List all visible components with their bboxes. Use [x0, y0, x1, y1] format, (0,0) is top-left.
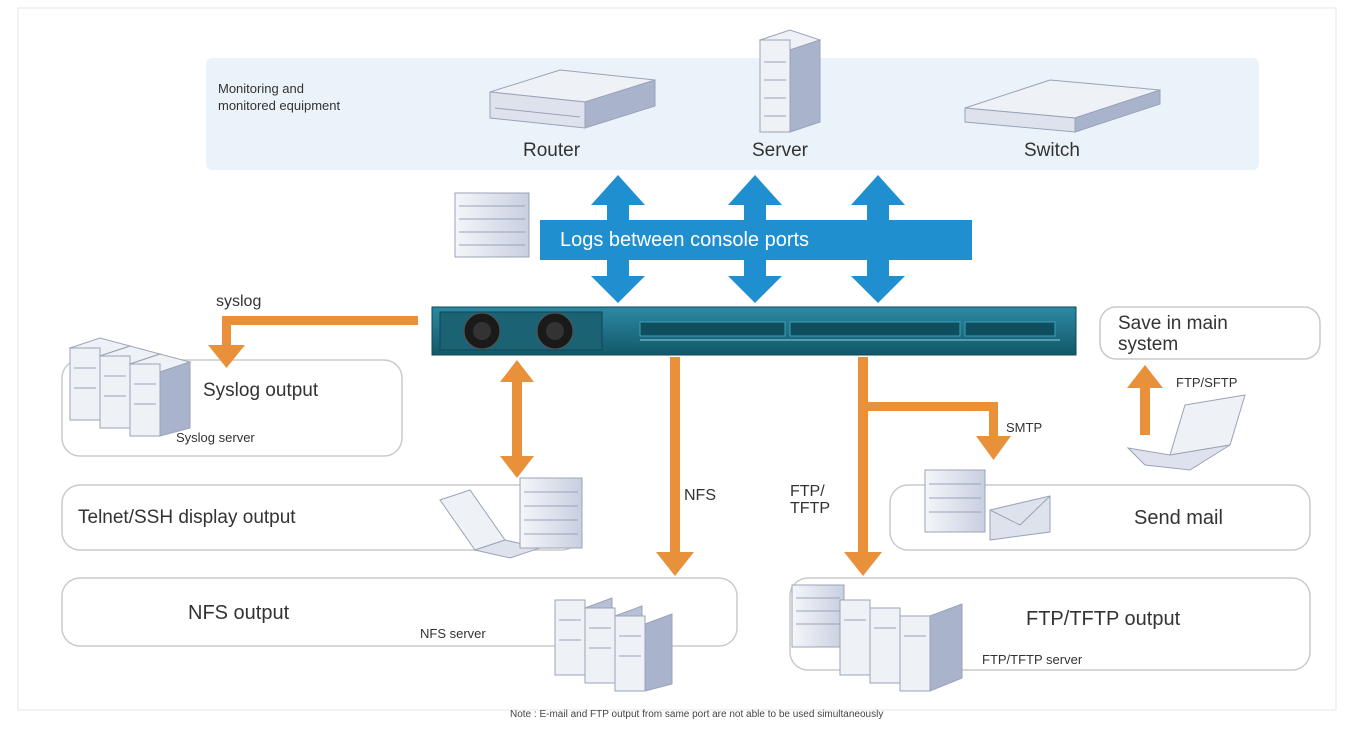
router-icon: [489, 69, 656, 129]
save-main-label: Save in main system: [1118, 313, 1228, 355]
console-server-icon: [454, 192, 530, 258]
monitoring-title-line2: monitored equipment: [218, 98, 341, 113]
smtp-label: SMTP: [1006, 420, 1043, 435]
console-device: [431, 306, 1077, 356]
ftp-arrow-label: FTP/ TFTP: [790, 483, 830, 517]
nfs-server-icon: [554, 597, 673, 692]
switch-icon: [964, 79, 1161, 133]
footnote: Note : E-mail and FTP output from same p…: [510, 709, 884, 720]
ftp-arrow-label-line2: TFTP: [790, 500, 830, 517]
monitoring-title: Monitoring and monitored equipment: [218, 80, 340, 114]
blue-double-arrows: [591, 175, 905, 303]
nfs-server-label: NFS server: [420, 626, 486, 641]
server-label: Server: [752, 140, 808, 161]
ftp-server-icon: [791, 584, 963, 692]
nfs-arrow-label: NFS: [684, 487, 716, 504]
ftp-sftp-label: FTP/SFTP: [1176, 375, 1238, 390]
orange-arrows: [208, 316, 1163, 576]
syslog-arrow-label: syslog: [216, 293, 262, 310]
outer-frame: [17, 7, 1337, 711]
telnet-output-label: Telnet/SSH display output: [78, 507, 296, 528]
sftp-laptop-icon: [1126, 394, 1246, 471]
send-mail-label: Send mail: [1134, 507, 1223, 529]
nfs-output-label: NFS output: [188, 602, 290, 624]
mail-server-icon: [924, 469, 1051, 541]
save-main-line1: Save in main: [1118, 313, 1228, 334]
ftp-server-label: FTP/TFTP server: [982, 652, 1083, 667]
syslog-server-icon: [68, 337, 192, 437]
ftp-arrow-label-line1: FTP/: [790, 483, 825, 500]
save-main-box: [1099, 306, 1321, 360]
syslog-output-label: Syslog output: [203, 380, 319, 401]
server-icon: [758, 29, 822, 133]
monitoring-panel: [206, 58, 1259, 170]
save-main-line2: system: [1118, 334, 1179, 355]
monitoring-title-line1: Monitoring and: [218, 81, 304, 96]
ftp-output-label: FTP/TFTP output: [1026, 608, 1181, 630]
console-logs-label: Logs between console ports: [560, 229, 810, 251]
router-label: Router: [523, 140, 581, 161]
switch-label: Switch: [1024, 140, 1080, 161]
laptop-icon: [439, 477, 583, 559]
syslog-server-label: Syslog server: [176, 430, 255, 445]
